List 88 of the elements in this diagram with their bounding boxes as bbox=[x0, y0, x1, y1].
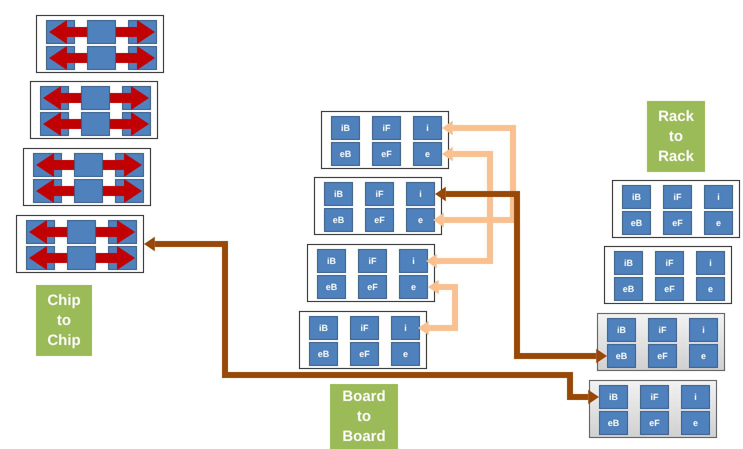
level-label: Chip to Chip bbox=[36, 285, 92, 356]
port-box: i bbox=[391, 316, 420, 340]
port-box: iF bbox=[663, 185, 692, 209]
port-box: iB bbox=[607, 318, 636, 342]
arrow bbox=[49, 46, 87, 70]
double-arrow bbox=[418, 280, 458, 336]
port-box: iF bbox=[350, 316, 379, 340]
port-box: eF bbox=[358, 275, 387, 299]
port-box: eB bbox=[331, 142, 360, 166]
port-box: i bbox=[406, 182, 435, 206]
chip-box bbox=[81, 112, 110, 136]
arrow bbox=[29, 220, 67, 244]
arrow bbox=[116, 20, 155, 44]
port-box: e bbox=[689, 344, 718, 368]
double-arrow bbox=[435, 186, 607, 364]
circuit-board bbox=[597, 313, 725, 371]
port-box: iB bbox=[317, 249, 346, 273]
port-box: iF bbox=[655, 251, 684, 275]
port-box: eB bbox=[309, 342, 338, 366]
port-box: iF bbox=[372, 116, 401, 140]
port-box: iB bbox=[614, 251, 643, 275]
double-arrow bbox=[144, 236, 599, 404]
arrow bbox=[43, 86, 81, 110]
arrow bbox=[96, 246, 135, 270]
chip-box bbox=[87, 46, 116, 70]
port-box: eB bbox=[614, 277, 643, 301]
port-box: eF bbox=[640, 411, 669, 435]
circuit-board bbox=[321, 111, 449, 169]
port-box: iB bbox=[622, 185, 651, 209]
port-box: i bbox=[689, 318, 718, 342]
port-box: e bbox=[696, 277, 725, 301]
double-arrow bbox=[426, 146, 493, 268]
arrow bbox=[36, 179, 74, 203]
port-box: i bbox=[413, 116, 442, 140]
arrow bbox=[110, 112, 149, 136]
port-box: iF bbox=[358, 249, 387, 273]
port-box: i bbox=[704, 185, 733, 209]
arrow bbox=[96, 220, 135, 244]
level-label: Rack to Rack bbox=[647, 101, 705, 172]
port-box: iF bbox=[640, 385, 669, 409]
arrow bbox=[29, 246, 67, 270]
port-box: eB bbox=[622, 211, 651, 235]
chip-box bbox=[81, 86, 110, 110]
port-box: i bbox=[681, 385, 710, 409]
arrow bbox=[49, 20, 87, 44]
port-box: iB bbox=[324, 182, 353, 206]
arrow bbox=[43, 112, 81, 136]
port-box: e bbox=[704, 211, 733, 235]
port-box: iB bbox=[309, 316, 338, 340]
port-box: e bbox=[681, 411, 710, 435]
arrow bbox=[116, 46, 155, 70]
port-box: eF bbox=[648, 344, 677, 368]
port-box: eB bbox=[599, 411, 628, 435]
port-box: iB bbox=[331, 116, 360, 140]
port-box: e bbox=[391, 342, 420, 366]
port-box: i bbox=[696, 251, 725, 275]
circuit-board bbox=[604, 246, 732, 304]
port-box: eB bbox=[317, 275, 346, 299]
port-box: e bbox=[406, 208, 435, 232]
port-box: eF bbox=[365, 208, 394, 232]
port-box: eF bbox=[655, 277, 684, 301]
chip-box bbox=[67, 246, 96, 270]
port-box: i bbox=[399, 249, 428, 273]
port-box: eF bbox=[663, 211, 692, 235]
port-box: eF bbox=[372, 142, 401, 166]
arrow bbox=[36, 153, 74, 177]
arrow bbox=[103, 179, 142, 203]
port-box: e bbox=[413, 142, 442, 166]
chip-box bbox=[87, 20, 116, 44]
chip-box bbox=[67, 220, 96, 244]
circuit-board bbox=[299, 311, 427, 369]
arrow bbox=[103, 153, 142, 177]
port-box: eF bbox=[350, 342, 379, 366]
level-label: Board to Board bbox=[330, 384, 398, 449]
chip-box bbox=[74, 179, 103, 203]
port-box: iF bbox=[648, 318, 677, 342]
port-box: eB bbox=[607, 344, 636, 368]
arrow bbox=[110, 86, 149, 110]
circuit-board bbox=[314, 177, 442, 235]
port-box: iB bbox=[599, 385, 628, 409]
port-box: e bbox=[399, 275, 428, 299]
double-arrow bbox=[433, 120, 516, 228]
port-box: eB bbox=[324, 208, 353, 232]
circuit-board bbox=[612, 180, 740, 238]
circuit-board bbox=[307, 244, 435, 302]
chip-box bbox=[74, 153, 103, 177]
circuit-board bbox=[589, 380, 717, 438]
port-box: iF bbox=[365, 182, 394, 206]
